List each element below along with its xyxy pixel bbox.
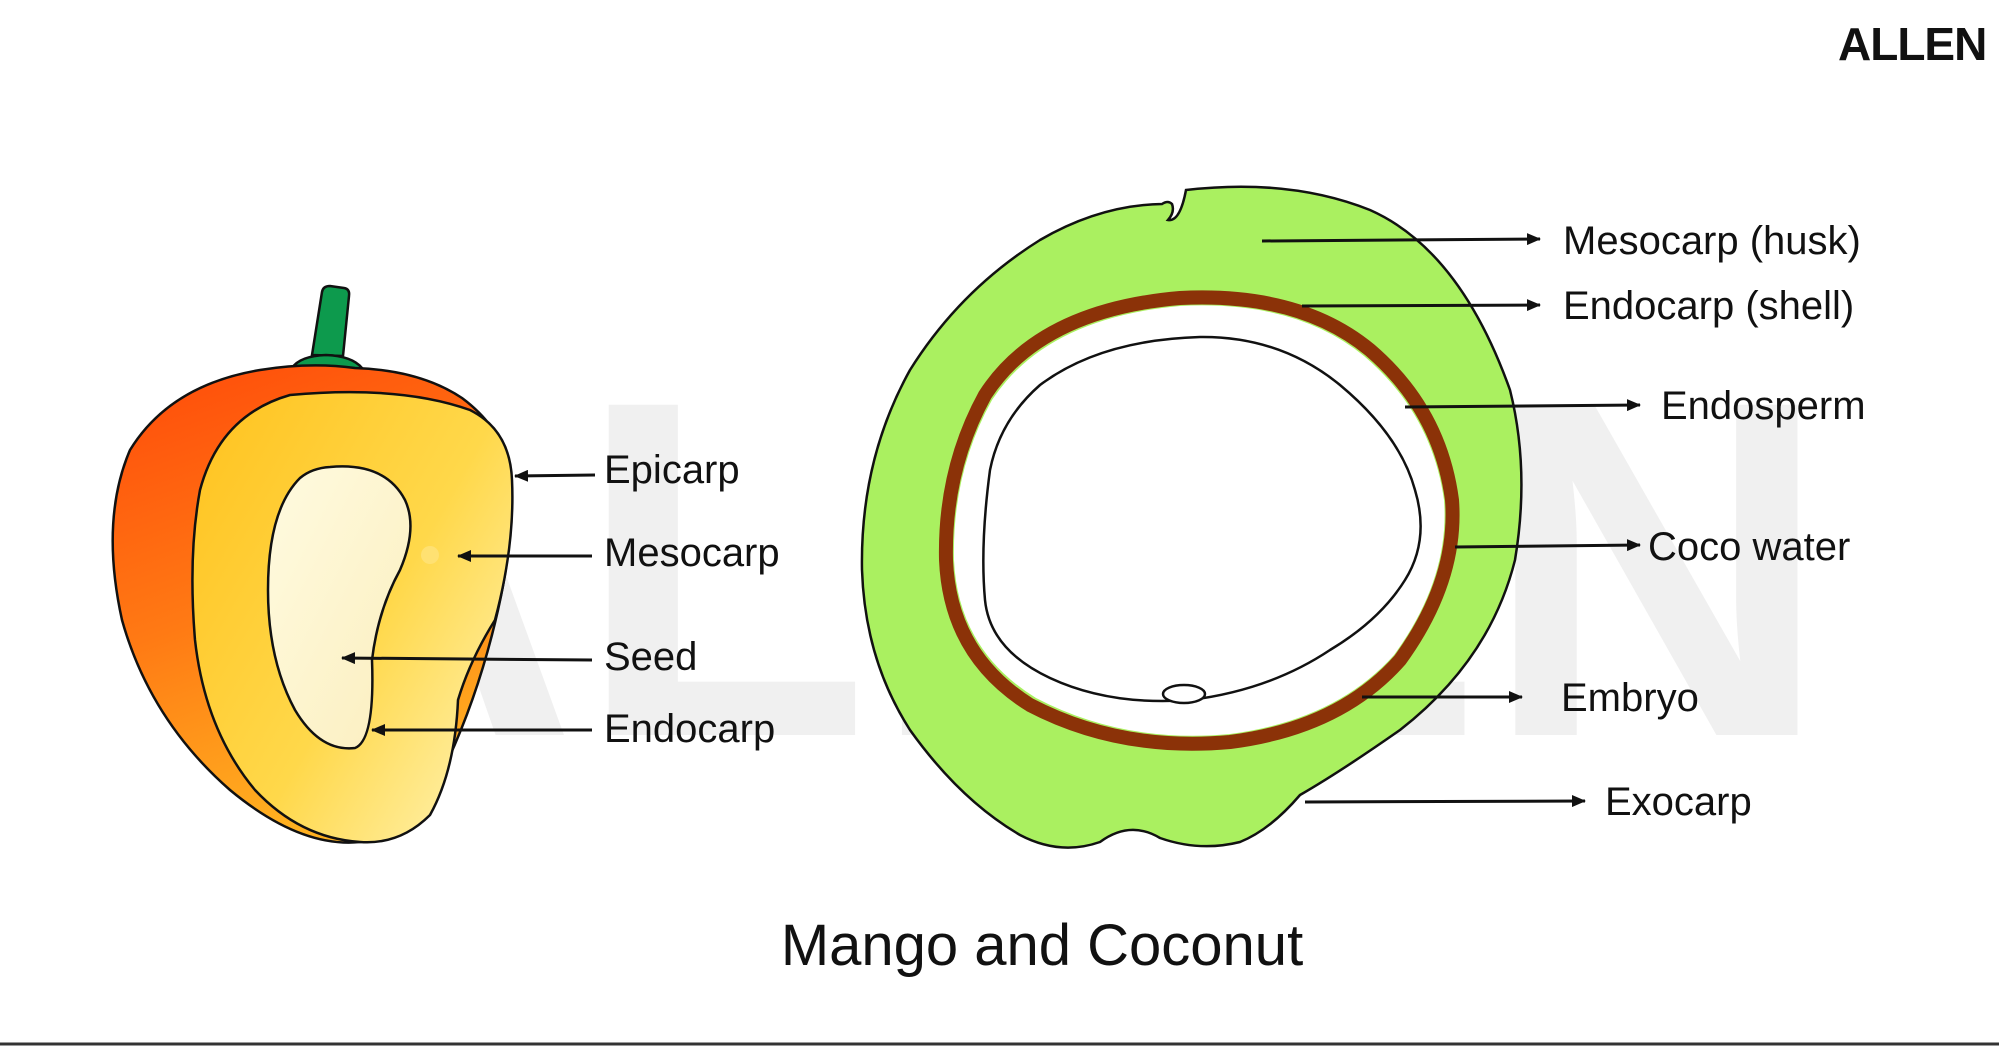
- label-epicarp: Epicarp: [604, 448, 740, 492]
- coconut-figure: [860, 185, 1523, 849]
- arrow-coco-water: [1454, 539, 1641, 552]
- label-mango-mesocarp: Mesocarp: [604, 531, 780, 575]
- allen-logo: ALLEN: [1838, 18, 1986, 70]
- label-coco-water: Coco water: [1648, 525, 1850, 569]
- label-coconut-mesocarp: Mesocarp (husk): [1563, 219, 1861, 263]
- arrow-epicarp: [514, 469, 596, 482]
- arrow-seed: [341, 652, 593, 665]
- mango-flesh-spot: [421, 546, 439, 564]
- label-embryo: Embryo: [1561, 676, 1699, 720]
- mango-stem: [310, 284, 351, 358]
- coconut-embryo-shape: [1161, 683, 1207, 705]
- label-endosperm: Endosperm: [1661, 384, 1866, 428]
- coconut-shell-shape: [938, 290, 1460, 751]
- label-coconut-endocarp: Endocarp (shell): [1563, 284, 1854, 328]
- mango-seed-shape: [266, 465, 412, 750]
- arrow-coconut-mesocarp: [1261, 233, 1541, 246]
- label-seed: Seed: [604, 635, 697, 679]
- arrow-coconut-endocarp: [1301, 299, 1541, 312]
- arrow-endosperm: [1404, 399, 1641, 412]
- label-mango-endocarp: Endocarp: [604, 707, 775, 751]
- diagram-title: Mango and Coconut: [781, 913, 1303, 978]
- label-exocarp: Exocarp: [1605, 780, 1752, 824]
- arrow-exocarp: [1304, 795, 1586, 808]
